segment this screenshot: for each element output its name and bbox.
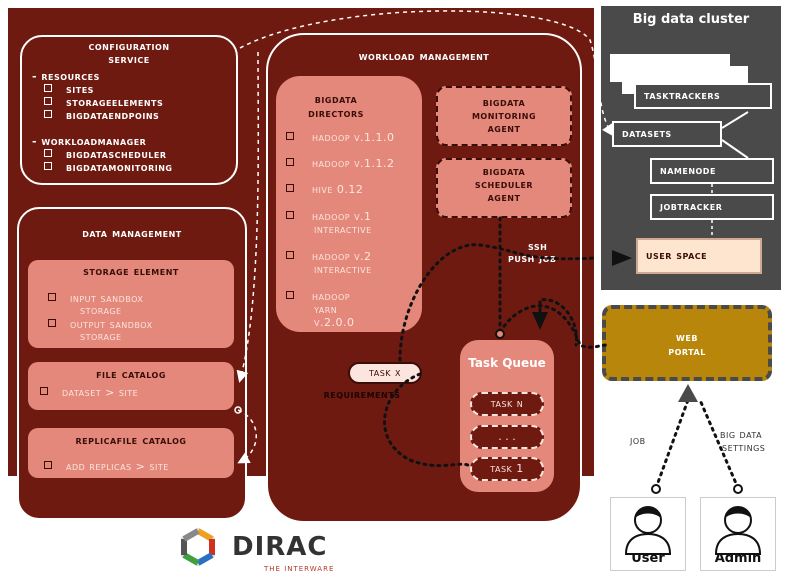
cluster-title: Big data cluster [632,12,750,27]
directors-title-2: Directors [308,106,364,120]
task-n-item: Task N [470,392,544,416]
admin-anchor [733,484,743,494]
config-workload-manager: - WorkloadManager [32,135,147,148]
director-hadoop-v1-interactive: Hadoop v.1 [286,210,372,223]
requirements-label: Requirements [323,388,401,401]
admin-icon [714,506,762,555]
task-1-item: Task 1 [470,457,544,481]
monitoring-agent-2: Monitoring [471,108,537,122]
director-hadoop-110: Hadoop v.1.1.0 [286,131,395,144]
user-icon [624,506,672,555]
config-title-1: Configuration [88,39,170,53]
director-hadoop-yarn-2: Yarn [314,303,338,316]
dataset-site-item: Dataset > Site [40,386,138,399]
workload-to-filecatalog-dashed [236,51,260,383]
web-portal-box [602,305,772,381]
file-to-replica-dashed [237,409,257,464]
push-job-arrowhead [612,250,632,266]
cluster-connector-lines [721,111,749,159]
user-space-box: User space [636,238,762,274]
director-hadoop-v2-interactive-2: Interactive [314,263,372,276]
task-dots-item: . . . [470,425,544,449]
queue-anchor [495,329,505,339]
dotted-flows [383,216,740,490]
datasets-box: Datasets [612,121,722,147]
scheduler-agent-2: Scheduler [474,177,534,191]
config-sites: Sites [44,83,94,96]
file-catalog-title: File Catalog [96,367,166,381]
monitoring-agent-box [436,86,572,146]
jobtracker-box: Jobtracker [650,194,774,220]
data-management-title: Data Management [82,226,182,240]
portal-arrowhead [678,384,698,402]
director-hadoop-v2-interactive: Hadoop v.2 [286,250,372,263]
job-label: Job [630,434,646,447]
big-data-label: Big Data [720,428,763,441]
output-sandbox-line2: Storage [80,330,122,343]
task-queue-title: Task Queue [468,356,546,370]
replica-catalog-title: ReplicaFile Catalog [75,433,187,447]
config-storage-elements: StorageElements [44,96,163,109]
bigdata-directors-box [276,76,422,332]
director-hadoop-v1-interactive-2: Interactive [314,223,372,236]
config-title-2: Service [108,52,150,66]
config-bigdata-scheduler: BigDataScheduler [44,148,167,161]
add-replicas-item: Add Replicas > Site [44,460,169,473]
monitoring-agent-1: BigData [482,95,526,109]
directors-title-1: BigData [314,92,358,106]
dirac-tagline: THE INTERWARE [264,565,335,573]
namenode-box: Namenode [650,158,774,184]
dirac-logo-text: DIRAC [232,532,328,562]
web-portal-line1: Web [676,330,698,344]
file-catalog-box [28,362,234,410]
configuration-service-panel [20,35,238,185]
input-sandbox-line1: Input Sandbox [48,292,143,305]
task-x-pill: Task X [348,362,422,384]
settings-label: Settings [722,441,766,454]
output-sandbox-line1: Output Sandbox [48,318,153,331]
director-hadoop-yarn-3: v.2.0.0 [314,316,355,329]
director-hive: Hive 0.12 [286,183,363,196]
monitoring-agent-3: Agent [487,121,521,135]
config-to-datasets-arrow [239,10,614,137]
workload-management-title: Workload Management [358,49,490,63]
ssh-label: SSH [528,240,548,253]
director-hadoop-yarn: Hadoop [286,290,350,303]
config-bigdata-monitoring: BigDataMonitoring [44,161,172,174]
config-resources: - Resources [32,70,100,83]
director-hadoop-112: Hadoop v.1.1.2 [286,157,395,170]
storage-element-title: Storage Element [83,264,179,278]
user-anchor [651,484,661,494]
scheduler-agent-box [436,158,572,218]
config-bigdata-endpoins: BigDataEndPoins [44,109,159,122]
web-portal-line2: Portal [668,344,706,358]
storage-element-box [28,260,234,348]
replica-catalog-box [28,428,234,478]
input-sandbox-line2: Storage [80,304,122,317]
scheduler-agent-1: BigData [482,164,526,178]
queue-arrowhead [532,312,548,330]
dirac-hexagon-icon [181,527,215,567]
file-catalog-anchor [234,406,242,414]
tasktrackers-box: Tasktrackers [634,83,772,109]
scheduler-agent-3: Agent [487,190,521,204]
